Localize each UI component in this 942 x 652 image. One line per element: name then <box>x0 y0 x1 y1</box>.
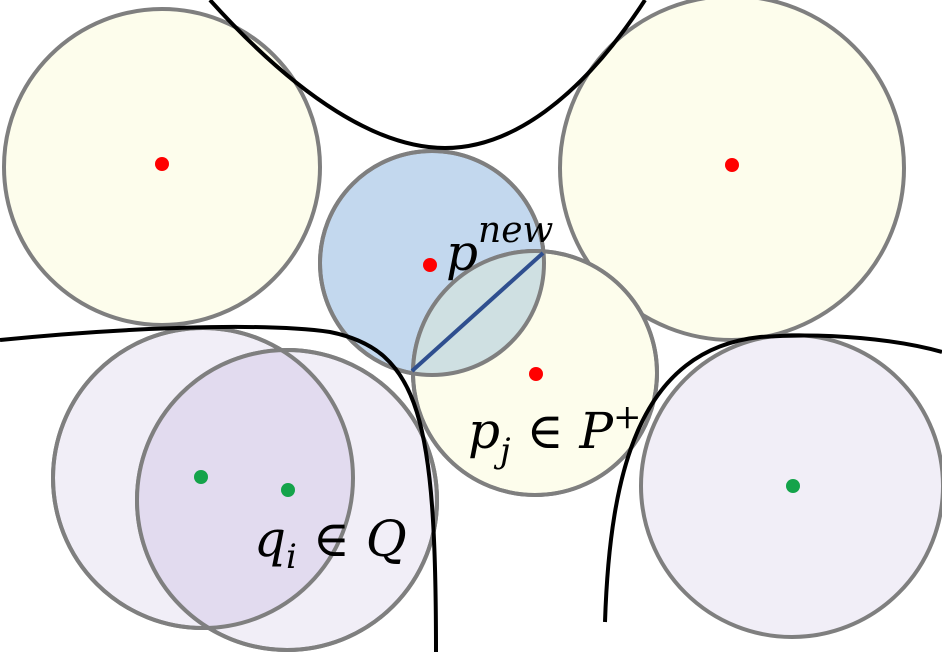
boundary-bottom-left <box>0 324 438 652</box>
q-i-label: qi ∈ Q <box>254 510 407 577</box>
negative-center-left-a <box>194 470 208 484</box>
negative-circle-left-b-outline <box>135 348 439 652</box>
negative-center-right <box>786 479 800 493</box>
p-new-sup: new <box>478 210 553 251</box>
new-center <box>423 258 437 272</box>
positive-center-pj <box>529 367 543 381</box>
positive-circle-pj-outline <box>411 249 659 497</box>
q-i-rest: ∈ Q <box>297 510 407 568</box>
boundary-top <box>208 0 647 151</box>
p-j-sup: + <box>613 397 642 437</box>
p-j-label: pj ∈ P+ <box>468 397 642 471</box>
p-new-base: p <box>446 224 478 282</box>
p-j-rest: ∈ P <box>511 402 615 460</box>
boundary-bottom-right <box>603 333 942 623</box>
p-j-base: p <box>468 402 500 460</box>
new-circle-outline <box>318 149 546 377</box>
negative-center-left-b <box>281 483 295 497</box>
positive-center-right <box>725 158 739 172</box>
p-new-label: pnew <box>446 210 554 282</box>
q-i-sub: i <box>286 537 297 577</box>
intersection-segment <box>410 251 545 373</box>
negative-overlap <box>137 350 353 628</box>
positive-center-left <box>155 157 169 171</box>
q-i-base: q <box>254 510 286 568</box>
